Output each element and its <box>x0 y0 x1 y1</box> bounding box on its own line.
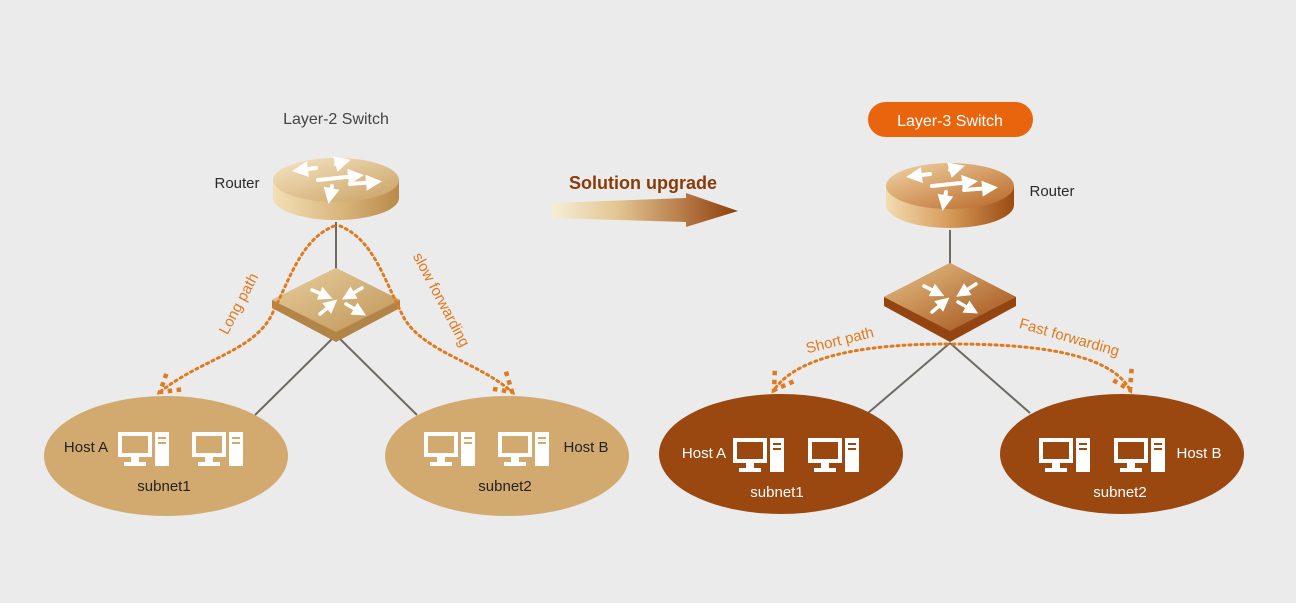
long-path-route <box>160 224 336 392</box>
host-a-label: Host A <box>682 445 726 462</box>
switch-icon <box>884 263 1016 342</box>
long-path-label: Long path <box>216 270 262 337</box>
subnet1-group: Host A subnet1 <box>659 394 903 514</box>
fast-forwarding-route <box>951 342 1130 390</box>
upgrade-label: Solution upgrade <box>569 173 717 193</box>
switch-subnet2-link <box>949 342 1031 414</box>
computer-icon <box>808 438 859 472</box>
upgrade-arrow-group: Solution upgrade <box>552 173 738 227</box>
subnet1-label: subnet1 <box>750 484 803 501</box>
host-b-label: Host B <box>1176 445 1221 462</box>
computer-icon <box>192 432 243 466</box>
router-label: Router <box>214 175 259 192</box>
subnet1-group: Host A subnet1 <box>44 396 288 516</box>
layer3-title-badge <box>868 102 1033 137</box>
slow-forwarding-route <box>338 224 512 392</box>
subnet2-group: Host B subnet2 <box>385 396 629 516</box>
subnet2-group: Host B subnet2 <box>1000 394 1244 514</box>
switch-subnet1-link <box>254 334 337 416</box>
computer-icon <box>1114 438 1165 472</box>
computer-icon <box>1039 438 1090 472</box>
computer-icon <box>424 432 475 466</box>
router-icon <box>273 156 399 220</box>
layer2-section: Layer-2 Switch Router <box>44 111 629 516</box>
subnet2-label: subnet2 <box>1093 484 1146 501</box>
host-a-label: Host A <box>64 439 108 456</box>
switch-subnet1-link <box>867 342 951 414</box>
subnet1-label: subnet1 <box>137 478 190 495</box>
router-label: Router <box>1029 183 1074 200</box>
computer-icon <box>118 432 169 466</box>
host-b-label: Host B <box>563 439 608 456</box>
computer-icon <box>733 438 784 472</box>
upgrade-arrow-icon <box>552 193 738 227</box>
layer3-title: Layer-3 Switch <box>897 113 1003 130</box>
switch-subnet2-link <box>335 334 418 416</box>
short-path-route <box>774 342 949 390</box>
computer-icon <box>498 432 549 466</box>
layer3-section: Layer-3 Switch Router <box>659 102 1244 514</box>
switch-icon <box>272 268 400 342</box>
short-path-label: Short path <box>804 324 875 357</box>
router-icon <box>886 162 1014 228</box>
subnet2-label: subnet2 <box>478 478 531 495</box>
layer2-title: Layer-2 Switch <box>283 111 389 128</box>
